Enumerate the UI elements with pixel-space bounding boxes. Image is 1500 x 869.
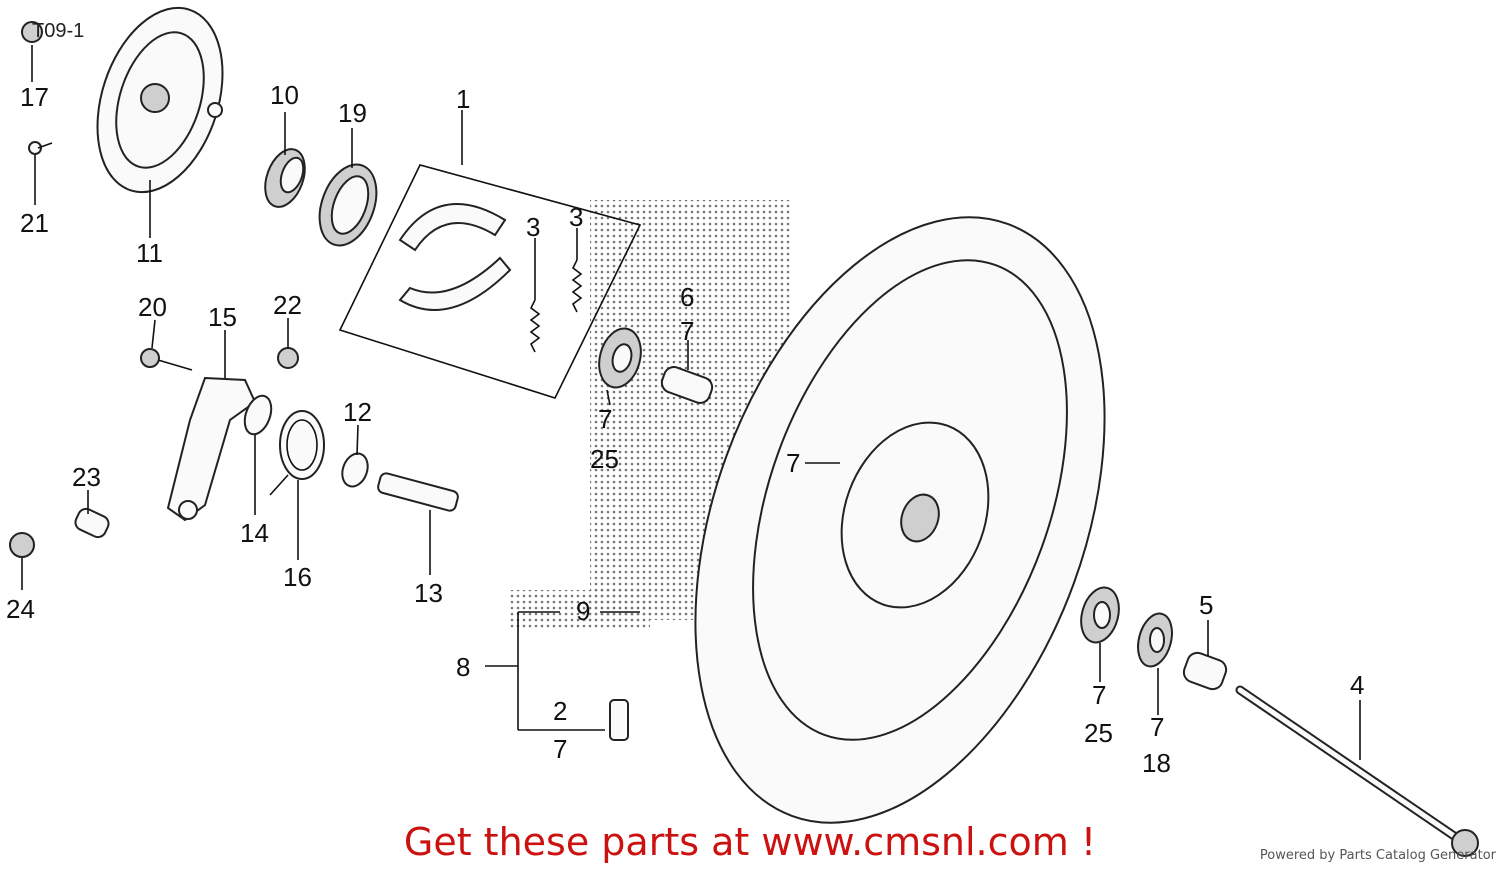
bolt-20-part[interactable] [140, 348, 193, 371]
collar-23-part[interactable] [73, 506, 111, 539]
callout-7-a: 7 [680, 316, 694, 346]
bearing-25-part[interactable] [593, 324, 647, 392]
callout-1: 1 [456, 84, 470, 114]
callout-14: 14 [240, 518, 269, 548]
brake-shoe-group-outline [338, 164, 642, 399]
callout-11: 11 [136, 238, 163, 268]
nut-22-part[interactable] [277, 347, 299, 369]
screw-21-part[interactable] [28, 141, 53, 155]
seal-19-part[interactable] [309, 157, 387, 254]
spring-16-part[interactable] [269, 410, 325, 496]
callout-20: 20 [138, 292, 167, 322]
bolt-17-part[interactable] [21, 21, 43, 43]
collar-5-part[interactable] [1181, 650, 1229, 692]
axle-4-part[interactable] [1235, 685, 1479, 857]
callout-21: 21 [20, 208, 49, 238]
callout-7-d: 7 [553, 734, 567, 764]
callout-8: 8 [456, 652, 470, 682]
gear-10-part[interactable] [258, 144, 312, 213]
callout-7-b: 7 [598, 404, 612, 434]
callout-7-c: 7 [786, 448, 800, 478]
callout-labels: 17 21 11 10 19 1 3 3 6 7 7 25 20 15 22 1… [6, 80, 1364, 778]
callout-13: 13 [414, 578, 443, 608]
callout-5: 5 [1199, 590, 1213, 620]
page-label: T09-1 [32, 20, 85, 42]
callout-3b: 3 [569, 202, 583, 232]
bearing-25-right-part[interactable] [1075, 583, 1124, 646]
callout-24: 24 [6, 594, 35, 624]
spring-3-part[interactable] [529, 259, 583, 353]
callout-4: 4 [1350, 670, 1364, 700]
callout-12: 12 [343, 397, 372, 427]
powered-by-text: Powered by Parts Catalog Generator [1259, 848, 1496, 863]
callout-7-e: 7 [1092, 680, 1106, 710]
callout-16: 16 [283, 562, 312, 592]
callout-19: 19 [338, 98, 367, 128]
wheel-tire-part[interactable] [618, 161, 1181, 869]
cam-13-part[interactable] [377, 472, 459, 512]
collar-6-part[interactable] [659, 364, 715, 406]
callout-9: 9 [576, 596, 590, 626]
brake-arm-15-part[interactable] [166, 376, 257, 522]
callout-22: 22 [273, 290, 302, 320]
callout-15: 15 [208, 302, 237, 332]
callout-23: 23 [72, 462, 101, 492]
promo-link[interactable]: Get these parts at www.cmsnl.com ! [403, 820, 1097, 864]
callout-6: 6 [680, 282, 694, 312]
seal-18-part[interactable] [1133, 610, 1178, 670]
callout-10: 10 [270, 80, 299, 110]
callout-25-b: 25 [1084, 718, 1113, 748]
halftone-area [510, 590, 650, 630]
callout-18: 18 [1142, 748, 1171, 778]
valve-2-part[interactable] [609, 699, 629, 741]
washer-12-part[interactable] [338, 450, 372, 490]
nut-24-part[interactable] [9, 532, 35, 558]
callout-2: 2 [553, 696, 567, 726]
washer-14-part[interactable] [240, 392, 276, 438]
brake-panel-part[interactable] [75, 0, 244, 208]
callout-3a: 3 [526, 212, 540, 242]
callout-7-f: 7 [1150, 712, 1164, 742]
callout-25-a: 25 [590, 444, 619, 474]
brake-shoe-part[interactable] [398, 203, 512, 311]
callout-17: 17 [20, 82, 49, 112]
leader-lines [21, 45, 1361, 760]
